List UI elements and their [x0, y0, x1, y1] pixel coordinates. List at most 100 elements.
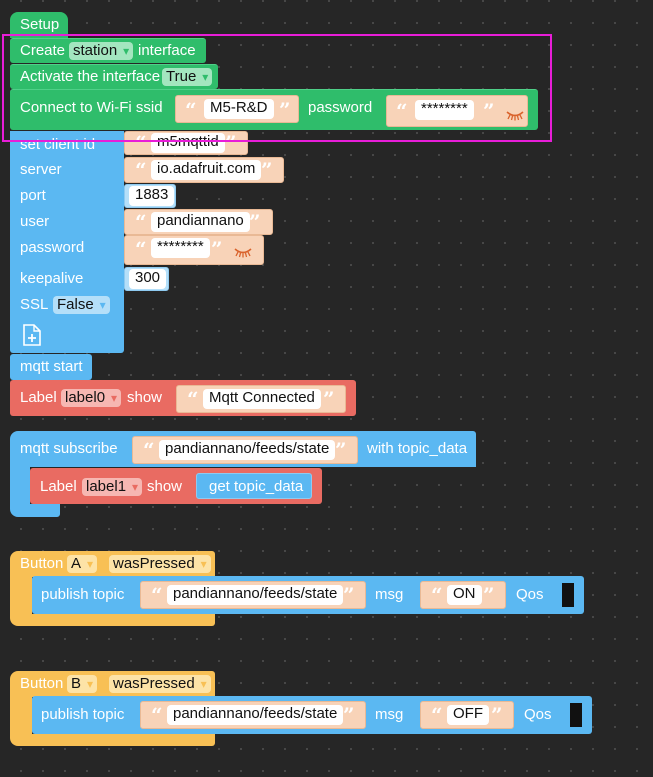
subscribe-topic-input[interactable]: pandiannano/feeds/state — [159, 440, 336, 460]
mqtt-connected-input[interactable]: Mqtt Connected — [203, 389, 321, 409]
button-a-footer — [10, 614, 215, 626]
qos-a-empty-socket[interactable] — [558, 583, 574, 607]
label-show-block[interactable]: Label label0 show “ Mqtt Connected ” — [10, 380, 356, 416]
wifi-password-string-block[interactable]: “ ******** ” — [386, 95, 528, 127]
wifi-password-input[interactable]: ******** — [415, 100, 474, 120]
ssl-label: SSL — [20, 296, 49, 313]
quote-open-icon: “ — [135, 210, 147, 234]
quote-close-icon: ” — [225, 131, 237, 155]
button-a-label: Button — [20, 555, 64, 572]
with-topic-data-label: with topic_data — [367, 440, 468, 457]
interface-type-dropdown[interactable]: station — [69, 42, 134, 60]
mqtt-start-label: mqtt start — [20, 358, 83, 375]
publish-a-msg-label: msg — [375, 586, 404, 603]
mqtt-subscribe-block[interactable]: mqtt subscribe “ pandiannano/feeds/state… — [10, 431, 476, 467]
button-b-label: Button — [20, 675, 64, 692]
publish-a-topic-string-block[interactable]: “ pandiannano/feeds/state ” — [140, 581, 366, 609]
label0-dropdown[interactable]: label0 — [61, 389, 122, 407]
setup-hat-block[interactable]: Setup — [10, 12, 68, 38]
quote-open-icon: “ — [151, 583, 163, 607]
ssid-string-block[interactable]: “ M5-R&D ” — [175, 95, 299, 123]
publish-b-msg-string-block[interactable]: “ OFF ” — [420, 701, 514, 729]
eye-closed-icon[interactable] — [505, 108, 525, 122]
create-interface-block[interactable]: Create station interface — [10, 38, 206, 63]
quote-open-icon: “ — [431, 703, 443, 727]
quote-open-icon: “ — [396, 99, 408, 123]
publish-b-block[interactable]: publish topic “ pandiannano/feeds/state … — [32, 696, 592, 734]
publish-a-topic-input[interactable]: pandiannano/feeds/state — [167, 585, 344, 605]
quote-close-icon: ” — [343, 703, 355, 727]
activate-interface-block[interactable]: Activate the interface True — [10, 64, 218, 89]
user-string-block[interactable]: “ pandiannano ” — [124, 209, 273, 235]
mqtt-password-label: password — [20, 239, 85, 256]
quote-close-icon: ” — [491, 703, 503, 727]
quote-close-icon: ” — [249, 210, 261, 234]
port-number-block[interactable]: 1883 — [124, 184, 176, 208]
mqtt-config-statement: set client id server port user password … — [10, 131, 124, 353]
client-id-string-block[interactable]: “ m5mqttid ” — [124, 131, 248, 155]
label-show-topic-block[interactable]: Label label1 show get topic_data — [30, 468, 322, 504]
quote-close-icon: ” — [483, 583, 495, 607]
publish-b-label: publish topic — [41, 706, 125, 723]
ssid-input[interactable]: M5-R&D — [204, 99, 274, 119]
add-file-icon[interactable] — [23, 324, 41, 346]
button-b-dropdown[interactable]: B — [67, 675, 98, 693]
quote-open-icon: “ — [187, 387, 199, 411]
publish-b-topic-string-block[interactable]: “ pandiannano/feeds/state ” — [140, 701, 366, 729]
get-topic-data-label: get topic_data — [209, 478, 304, 495]
button-a-dropdown[interactable]: A — [67, 555, 98, 573]
activate-value-dropdown[interactable]: True — [162, 68, 213, 86]
quote-close-icon: ” — [323, 387, 335, 411]
label1-dropdown[interactable]: label1 — [82, 478, 143, 496]
publish-b-topic-input[interactable]: pandiannano/feeds/state — [167, 705, 344, 725]
connect-wifi-block[interactable]: Connect to Wi-Fi ssid “ M5-R&D ” passwor… — [10, 89, 538, 130]
quote-close-icon: ” — [279, 98, 291, 122]
mqtt-config-block[interactable] — [10, 131, 124, 353]
keepalive-label: keepalive — [20, 270, 84, 287]
mqtt-connected-string-block[interactable]: “ Mqtt Connected ” — [176, 385, 346, 413]
quote-close-icon: ” — [261, 158, 273, 182]
get-topic-data-block[interactable]: get topic_data — [196, 473, 312, 499]
quote-open-icon: “ — [431, 583, 443, 607]
show-label: show — [127, 389, 163, 406]
quote-close-icon: ” — [335, 438, 347, 462]
quote-open-icon: “ — [135, 158, 147, 182]
publish-a-block[interactable]: publish topic “ pandiannano/feeds/state … — [32, 576, 584, 614]
publish-a-label: publish topic — [41, 586, 125, 603]
publish-b-msg-label: msg — [375, 706, 404, 723]
user-input[interactable]: pandiannano — [151, 212, 250, 232]
mqtt-password-input[interactable]: ******** — [151, 238, 210, 258]
mqtt-subscribe-footer — [10, 504, 60, 517]
mqtt-password-string-block[interactable]: “ ******** ” — [124, 235, 264, 265]
mqtt-start-block[interactable]: mqtt start — [10, 354, 92, 380]
quote-close-icon: ” — [483, 99, 495, 123]
server-string-block[interactable]: “ io.adafruit.com ” — [124, 157, 284, 183]
button-b-event-dropdown[interactable]: wasPressed — [109, 675, 211, 693]
server-input[interactable]: io.adafruit.com — [151, 160, 262, 180]
user-label: user — [20, 213, 50, 230]
connect-wifi-label: Connect to Wi-Fi ssid — [20, 99, 163, 116]
port-label: port — [20, 187, 46, 204]
create-suffix-label: interface — [138, 42, 196, 59]
button-a-block[interactable]: Button A wasPressed — [10, 551, 215, 577]
button-b-block[interactable]: Button B wasPressed — [10, 671, 215, 697]
mqtt-subscribe-body-side — [10, 466, 30, 506]
subscribe-topic-string-block[interactable]: “ pandiannano/feeds/state ” — [132, 436, 358, 464]
inner-label-block-label: Label — [40, 478, 77, 495]
mqtt-subscribe-label: mqtt subscribe — [20, 440, 118, 457]
publish-a-qos-label: Qos — [516, 586, 544, 603]
publish-a-msg-input[interactable]: ON — [447, 585, 482, 605]
button-a-event-dropdown[interactable]: wasPressed — [109, 555, 211, 573]
qos-b-empty-socket[interactable] — [566, 703, 582, 727]
button-a-side — [10, 576, 32, 616]
keepalive-input[interactable]: 300 — [129, 269, 167, 289]
server-label: server — [20, 161, 62, 178]
quote-open-icon: “ — [135, 131, 147, 155]
button-b-footer — [10, 734, 215, 746]
publish-b-msg-input[interactable]: OFF — [447, 705, 489, 725]
port-input[interactable]: 1883 — [129, 186, 175, 206]
eye-closed-icon[interactable] — [233, 245, 253, 259]
keepalive-number-block[interactable]: 300 — [124, 267, 169, 291]
publish-a-msg-string-block[interactable]: “ ON ” — [420, 581, 506, 609]
ssl-dropdown[interactable]: False — [53, 296, 110, 314]
